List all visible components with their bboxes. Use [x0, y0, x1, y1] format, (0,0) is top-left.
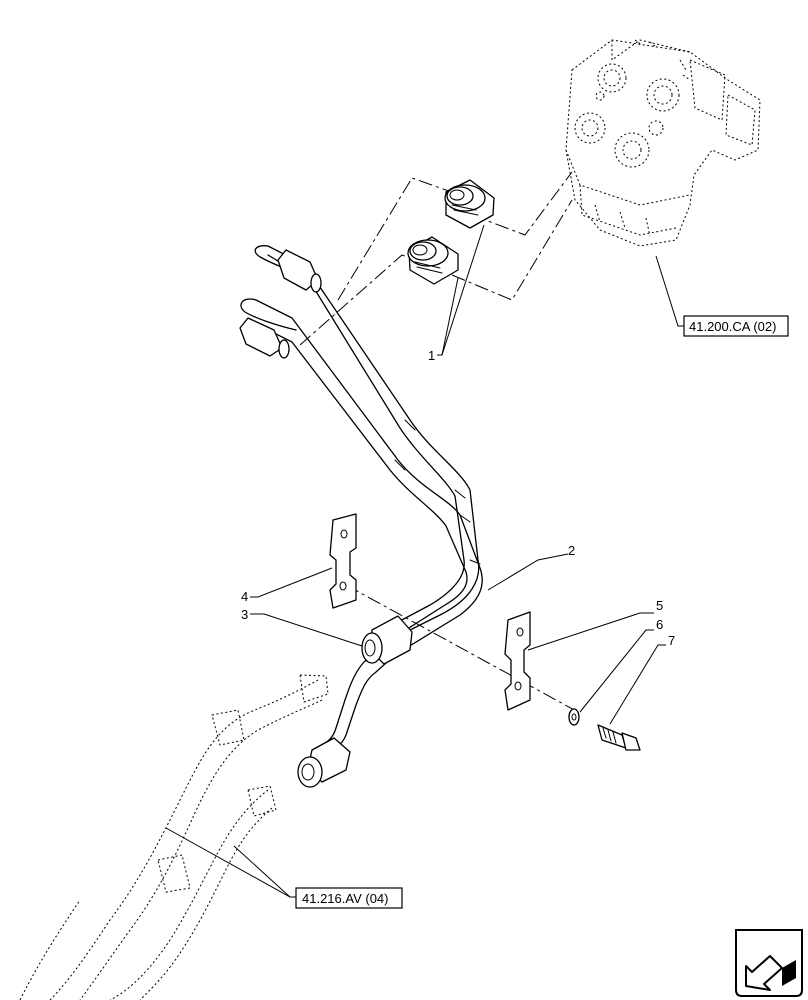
- bolt-7: [597, 724, 641, 751]
- reference-label-top: 41.200.CA (02): [689, 319, 776, 334]
- pipe-end-fitting-3: [361, 615, 413, 665]
- callout-3: 3: [241, 607, 248, 622]
- callout-1: 1: [428, 348, 435, 363]
- steel-pipe-assembly: [240, 245, 483, 753]
- steering-unit-dotted: [565, 39, 761, 247]
- pipe-end-fitting-lower: [297, 737, 351, 788]
- callout-6: 6: [656, 617, 663, 632]
- assembly-center-lines: [299, 171, 579, 713]
- adapter-fitting-lower: [407, 236, 459, 285]
- pipe-nut-lower: [239, 317, 290, 359]
- callout-7: 7: [668, 633, 675, 648]
- washer-6: [568, 708, 580, 726]
- page-navigation-arrow-icon[interactable]: [735, 929, 803, 997]
- callout-5: 5: [656, 598, 663, 613]
- pipe-nut-upper: [277, 249, 322, 293]
- leader-lines: [165, 224, 684, 898]
- reference-link-bottom[interactable]: 41.216.AV (04): [295, 887, 403, 909]
- callout-2: 2: [568, 543, 575, 558]
- hoses-dotted: [19, 674, 329, 1000]
- callout-4: 4: [241, 589, 248, 604]
- reference-label-bottom: 41.216.AV (04): [302, 891, 388, 906]
- pipe-clamp-5: [504, 611, 531, 711]
- adapter-fitting-upper: [444, 179, 495, 229]
- reference-link-top[interactable]: 41.200.CA (02): [683, 315, 789, 337]
- pipe-clamp-4: [329, 513, 357, 609]
